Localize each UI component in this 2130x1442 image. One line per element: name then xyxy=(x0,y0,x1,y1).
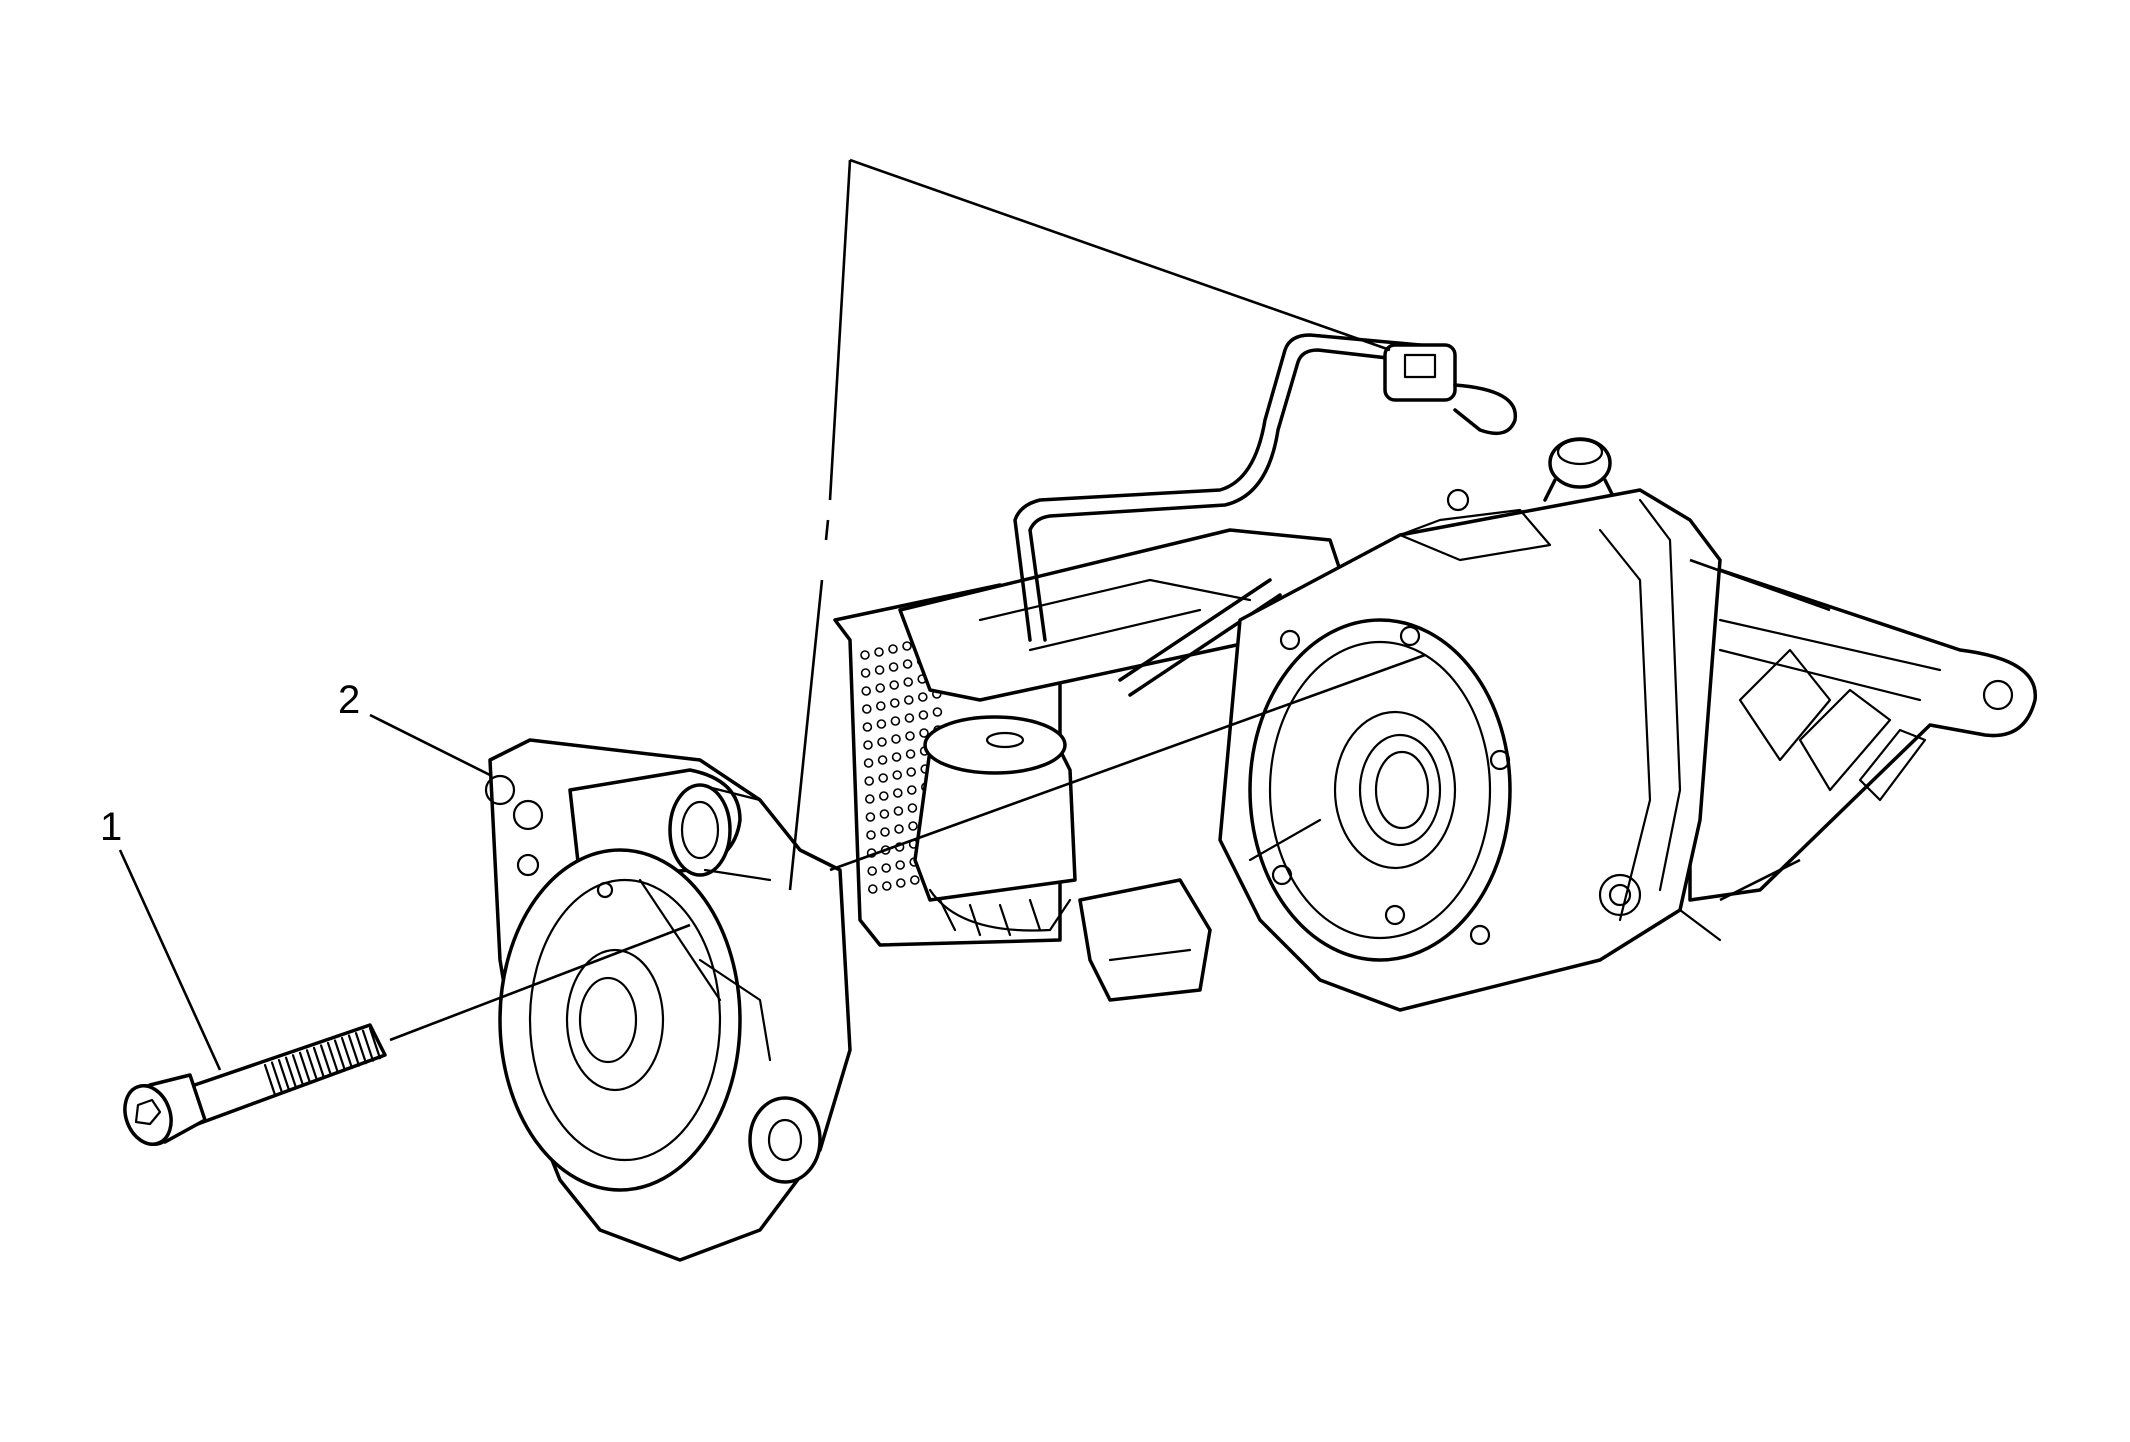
grille-dot xyxy=(902,641,912,651)
grille-dot xyxy=(908,821,918,831)
grille-dot xyxy=(881,881,892,891)
grille-dot xyxy=(866,830,876,840)
assembly-guide-lines xyxy=(389,158,1831,1042)
grille-dot xyxy=(895,860,906,870)
callout-1-leader xyxy=(118,849,222,1071)
grille-dot xyxy=(875,683,886,693)
grille-dot xyxy=(860,668,871,678)
grille-dot xyxy=(863,758,874,768)
bolt-thread xyxy=(298,1051,312,1084)
callout-2-leader xyxy=(369,713,491,777)
grille-dot xyxy=(874,665,885,675)
grille-dot xyxy=(878,773,889,783)
grille-dot xyxy=(895,878,906,888)
grille-dot xyxy=(878,791,889,801)
grille-dot xyxy=(860,650,870,660)
grille-dot xyxy=(905,749,916,759)
grille-dot xyxy=(891,734,901,744)
grille-dot xyxy=(903,695,914,705)
grille-dot xyxy=(890,716,901,726)
grille-dot xyxy=(888,662,899,672)
bolt-thread xyxy=(319,1044,333,1077)
callout-2: 2 xyxy=(338,678,491,777)
bolt-thread xyxy=(347,1034,361,1067)
grille-dot xyxy=(880,827,890,837)
bolt-thread xyxy=(305,1049,319,1082)
grille-dot xyxy=(867,884,878,894)
bolt-thread xyxy=(277,1059,291,1092)
grille-dot xyxy=(877,737,887,747)
grille-dot xyxy=(861,686,872,696)
grille-dot xyxy=(909,875,920,885)
grille-dot xyxy=(894,824,904,834)
grille-dot xyxy=(863,740,873,750)
grille-dot xyxy=(875,701,886,711)
bolt-thread xyxy=(361,1029,375,1062)
grille-dot xyxy=(932,707,943,717)
drive-unit-assembly-icon xyxy=(833,333,2037,1012)
bolt-icon xyxy=(123,1023,387,1146)
grille-dot xyxy=(865,812,876,822)
bolt-thread xyxy=(340,1036,354,1070)
bolt-thread xyxy=(263,1063,277,1097)
grille-dot xyxy=(864,776,875,786)
grille-dot xyxy=(906,785,917,795)
grille-dot xyxy=(917,692,928,702)
grille-dot xyxy=(892,770,903,780)
grille-dot xyxy=(907,803,918,813)
grille-dot xyxy=(889,698,900,708)
grille-dot xyxy=(876,719,887,729)
grille-dot xyxy=(881,863,892,873)
grille-dot xyxy=(861,704,872,714)
bolt-thread xyxy=(270,1061,284,1094)
cover-housing-icon xyxy=(484,738,852,1262)
bolt-thread xyxy=(326,1041,340,1075)
grille-dot xyxy=(879,809,890,819)
grille-dot xyxy=(874,647,884,657)
grille-dot xyxy=(906,767,917,777)
grille-dot xyxy=(864,794,875,804)
callout-1: 1 xyxy=(100,805,222,1071)
grille-dot xyxy=(891,752,902,762)
grille-dot xyxy=(862,722,873,732)
bolt-thread xyxy=(312,1046,326,1079)
grille-dot xyxy=(904,713,915,723)
bolt-thread xyxy=(354,1032,368,1065)
bolt-thread xyxy=(284,1056,298,1089)
bolt-thread xyxy=(291,1054,305,1087)
grille-dot xyxy=(919,728,929,738)
grille-dot xyxy=(903,677,914,687)
grille-dot xyxy=(867,866,878,876)
callout-1-label: 1 xyxy=(100,805,122,849)
bolt-thread xyxy=(333,1039,347,1072)
bolt-thread xyxy=(368,1027,382,1060)
grille-dot xyxy=(905,731,915,741)
grille-dot xyxy=(902,659,913,669)
grille-dot xyxy=(918,710,929,720)
grille-dot xyxy=(892,788,903,798)
grille-dot xyxy=(889,680,900,690)
grille-dot xyxy=(877,755,888,765)
grille-dot xyxy=(888,644,898,654)
callout-2-label: 2 xyxy=(338,678,360,722)
grille-dot xyxy=(893,806,904,816)
